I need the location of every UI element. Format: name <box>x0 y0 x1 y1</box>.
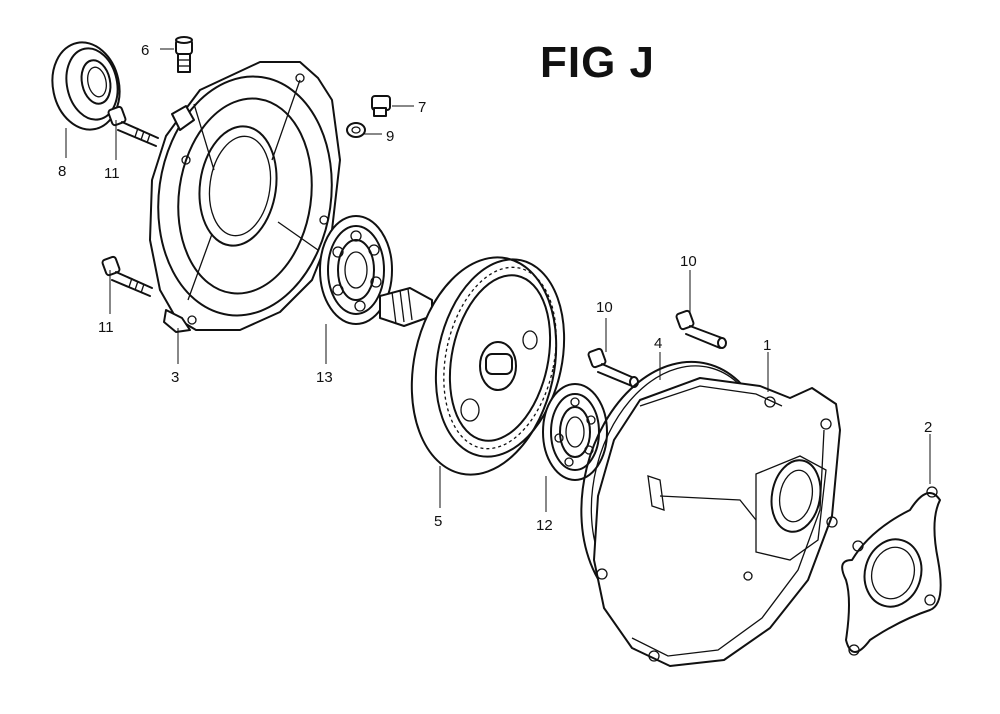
callout-10-right: 10 <box>680 253 697 270</box>
callout-13: 13 <box>316 369 333 386</box>
callout-11-lower: 11 <box>98 319 114 336</box>
callout-6: 6 <box>141 42 149 59</box>
callout-5: 5 <box>434 513 442 530</box>
washer-part-9 <box>346 122 366 138</box>
gear-case-part-1 <box>593 377 841 667</box>
callout-11-upper: 11 <box>104 165 120 182</box>
gasket-plate-part-2 <box>841 486 942 656</box>
figure-title: FIG J <box>540 38 656 87</box>
leader-lines <box>65 48 931 512</box>
bearing-part-13 <box>319 215 393 325</box>
bolt-part-10-left <box>587 347 639 388</box>
bolt-part-7 <box>371 95 391 117</box>
callout-10-left: 10 <box>596 299 613 316</box>
callout-3: 3 <box>171 369 179 386</box>
callout-8: 8 <box>58 163 66 180</box>
callout-2: 2 <box>924 419 932 436</box>
callout-9: 9 <box>386 128 394 145</box>
gear-case-cover-part-3 <box>149 61 341 333</box>
callout-7: 7 <box>418 99 426 116</box>
bolt-part-6 <box>175 36 193 73</box>
bolt-part-10-right <box>675 309 727 349</box>
callout-12: 12 <box>536 517 553 534</box>
callout-1: 1 <box>763 337 771 354</box>
bolt-part-11-upper <box>107 105 159 147</box>
ring-gear-part-5 <box>379 256 566 476</box>
oil-seal-part-8 <box>51 41 121 131</box>
callout-labels: 6 7 9 8 11 11 3 13 5 12 10 10 4 1 2 <box>58 42 932 534</box>
callout-4: 4 <box>654 335 662 352</box>
bolt-part-11-lower <box>101 255 153 297</box>
